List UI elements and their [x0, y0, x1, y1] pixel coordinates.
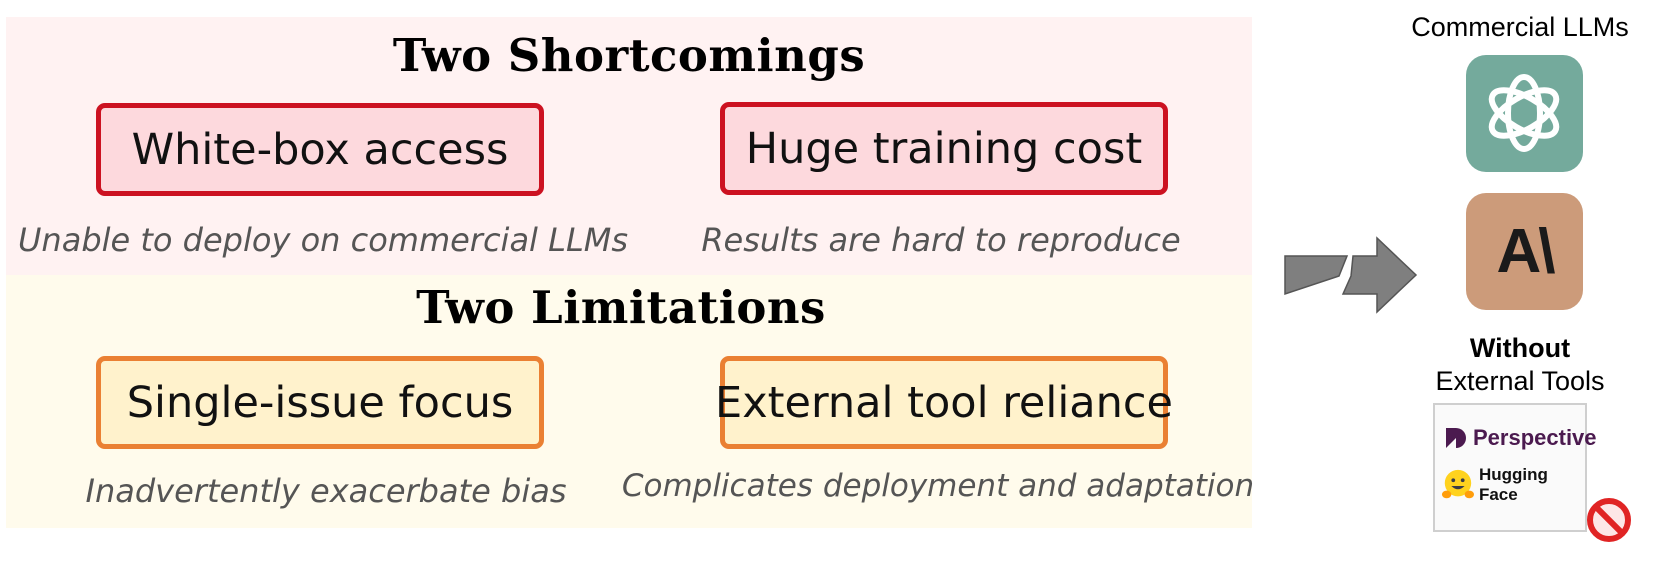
white-box-access-note: Unable to deploy on commercial LLMs: [18, 221, 629, 259]
limitations-title: Two Limitations: [416, 281, 826, 334]
anthropic-logo: A\: [1466, 193, 1583, 310]
no-entry-icon: [1587, 498, 1631, 542]
anthropic-mark: A\: [1496, 217, 1556, 286]
openai-icon: [1488, 74, 1560, 152]
hugging-face-label: Hugging Face: [1478, 465, 1548, 504]
huge-training-cost-box: Huge training cost: [720, 102, 1168, 195]
perspective-icon: [1446, 428, 1466, 448]
openai-logo: [1466, 55, 1583, 172]
hugging-face-item: Hugging Face: [1441, 465, 1585, 505]
without-label: Without: [1469, 333, 1571, 363]
perspective-label: Perspective: [1473, 425, 1597, 450]
white-box-access-box: White-box access: [96, 103, 544, 196]
broken-arrow-icon: [1284, 236, 1418, 314]
external-tools-box: Perspective Hugging Face: [1433, 403, 1597, 532]
hugging-face-icon: [1441, 469, 1475, 499]
shortcomings-panel: Two Shortcomings White-box access Huge t…: [6, 17, 1252, 275]
limitations-panel: Two Limitations Single-issue focus Exter…: [6, 275, 1254, 528]
external-tool-reliance-box: External tool reliance: [715, 356, 1173, 449]
external-tool-reliance-note: Complicates deployment and adaptation: [621, 468, 1255, 504]
external-tools-label: External Tools: [1435, 366, 1605, 396]
shortcomings-title: Two Shortcomings: [392, 29, 866, 82]
commercial-llms-label: Commercial LLMs: [1411, 12, 1629, 42]
huge-training-cost-note: Results are hard to reproduce: [701, 221, 1181, 259]
single-issue-focus-box: Single-issue focus: [96, 356, 544, 449]
perspective-item: Perspective: [1443, 425, 1597, 451]
single-issue-focus-note: Inadvertently exacerbate bias: [85, 472, 567, 510]
